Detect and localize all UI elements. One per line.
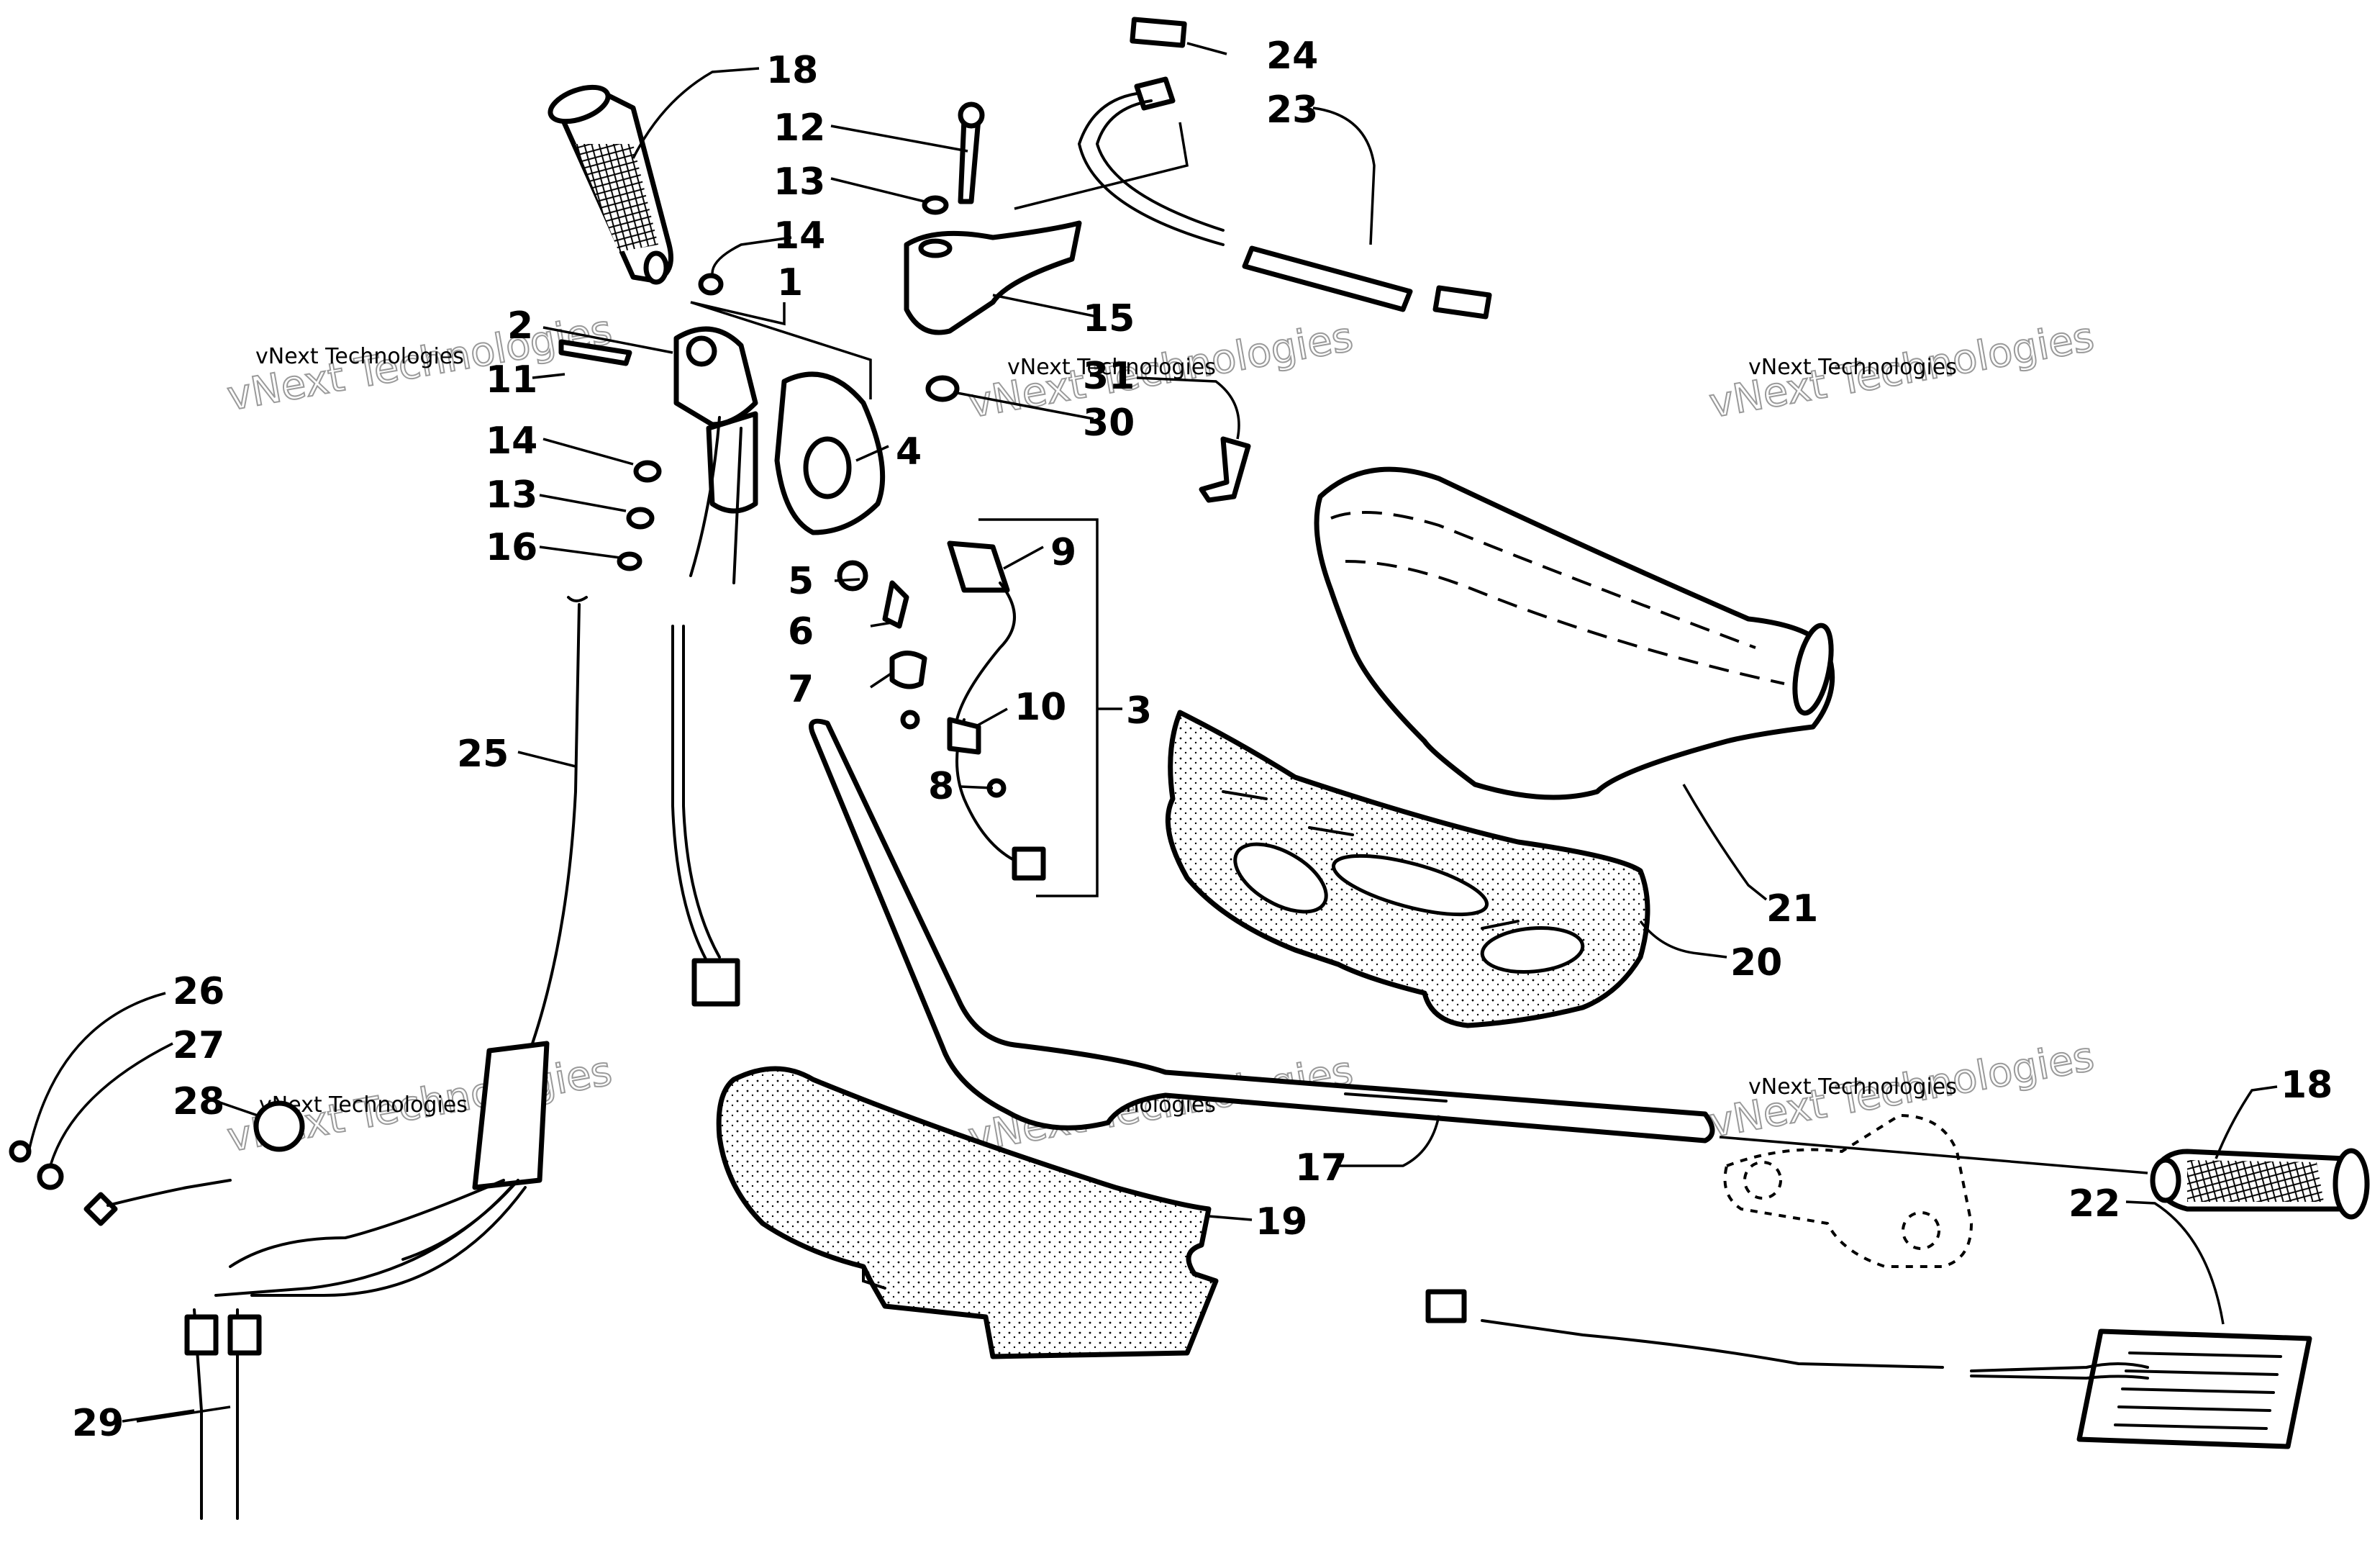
callout-8: 8: [928, 765, 954, 808]
callout-19: 19: [1255, 1200, 1307, 1244]
callout-29: 29: [72, 1402, 124, 1445]
svg-text:vNext Technologies: vNext Technologies: [1748, 355, 1957, 380]
callout-13-lower: 13: [486, 474, 537, 517]
switch-harness-parts-5-to-10: [837, 540, 1046, 881]
callout-14-lower: 14: [486, 420, 537, 463]
callout-23: 23: [1266, 89, 1318, 132]
callout-3: 3: [1126, 689, 1152, 733]
callout-14-upper: 14: [773, 214, 825, 258]
callout-26: 26: [173, 970, 224, 1013]
callout-leader-lines: [27, 42, 2278, 1423]
callout-4: 4: [896, 430, 922, 474]
watermark-top-center: vNext Technologies vNext Technologies: [964, 313, 1357, 428]
right-grip-part-18: [2150, 1148, 2370, 1220]
heater-wire-parts-23-24: [1014, 17, 1492, 320]
control-housing-parts-1-2-4: [673, 326, 886, 584]
callout-27: 27: [173, 1024, 224, 1067]
callout-11: 11: [486, 358, 537, 402]
callout-10: 10: [1014, 686, 1066, 729]
svg-text:vNext Technologies: vNext Technologies: [1748, 1074, 1957, 1100]
callout-31: 31: [1083, 355, 1135, 398]
callout-1: 1: [777, 261, 803, 304]
callout-6: 6: [788, 610, 814, 653]
handlebar-cover-part-20: [1165, 710, 1650, 1028]
lever-parts-12-to-15-30-31: [558, 101, 1251, 571]
heated-grip-element-part-22: [1425, 1289, 2312, 1449]
callout-15: 15: [1083, 297, 1135, 340]
handlebar-pad-part-21: [1314, 466, 1835, 800]
callout-25: 25: [457, 733, 509, 776]
callout-18-left-grip: 18: [766, 49, 818, 92]
callout-7: 7: [788, 668, 814, 711]
callout-9: 9: [1050, 531, 1076, 574]
watermark-top-right: vNext Technologies vNext Technologies: [1705, 313, 2098, 428]
callout-16: 16: [486, 526, 537, 569]
callout-12: 12: [773, 107, 825, 150]
callout-21: 21: [1766, 887, 1818, 931]
svg-text:vNext Technologies: vNext Technologies: [255, 344, 464, 369]
callout-5: 5: [788, 560, 814, 603]
left-wire-plug: [671, 625, 740, 1007]
callout-20: 20: [1730, 941, 1782, 984]
cable-assembly-parts-25-to-29: [9, 596, 588, 1520]
svg-text:vNext Technologies: vNext Technologies: [1007, 355, 1216, 380]
callout-18-right-grip: 18: [2281, 1064, 2333, 1107]
callout-22: 22: [2068, 1182, 2120, 1226]
callout-30: 30: [1083, 402, 1135, 445]
callout-24: 24: [1266, 35, 1318, 78]
callout-labels: 18 12 13 14 1 2 11 14 13 16 24 23 15 31 …: [72, 35, 2333, 1445]
callout-13-upper: 13: [773, 160, 825, 204]
callout-2: 2: [507, 304, 533, 348]
callout-17: 17: [1295, 1146, 1347, 1190]
watermark-top-left: vNext Technologies vNext Technologies: [223, 306, 616, 421]
crossbar-pad-part-19: [716, 1066, 1219, 1359]
left-grip-part-18: [548, 84, 673, 285]
handlebar-part-17: [809, 718, 1715, 1144]
callout-28: 28: [173, 1080, 224, 1123]
